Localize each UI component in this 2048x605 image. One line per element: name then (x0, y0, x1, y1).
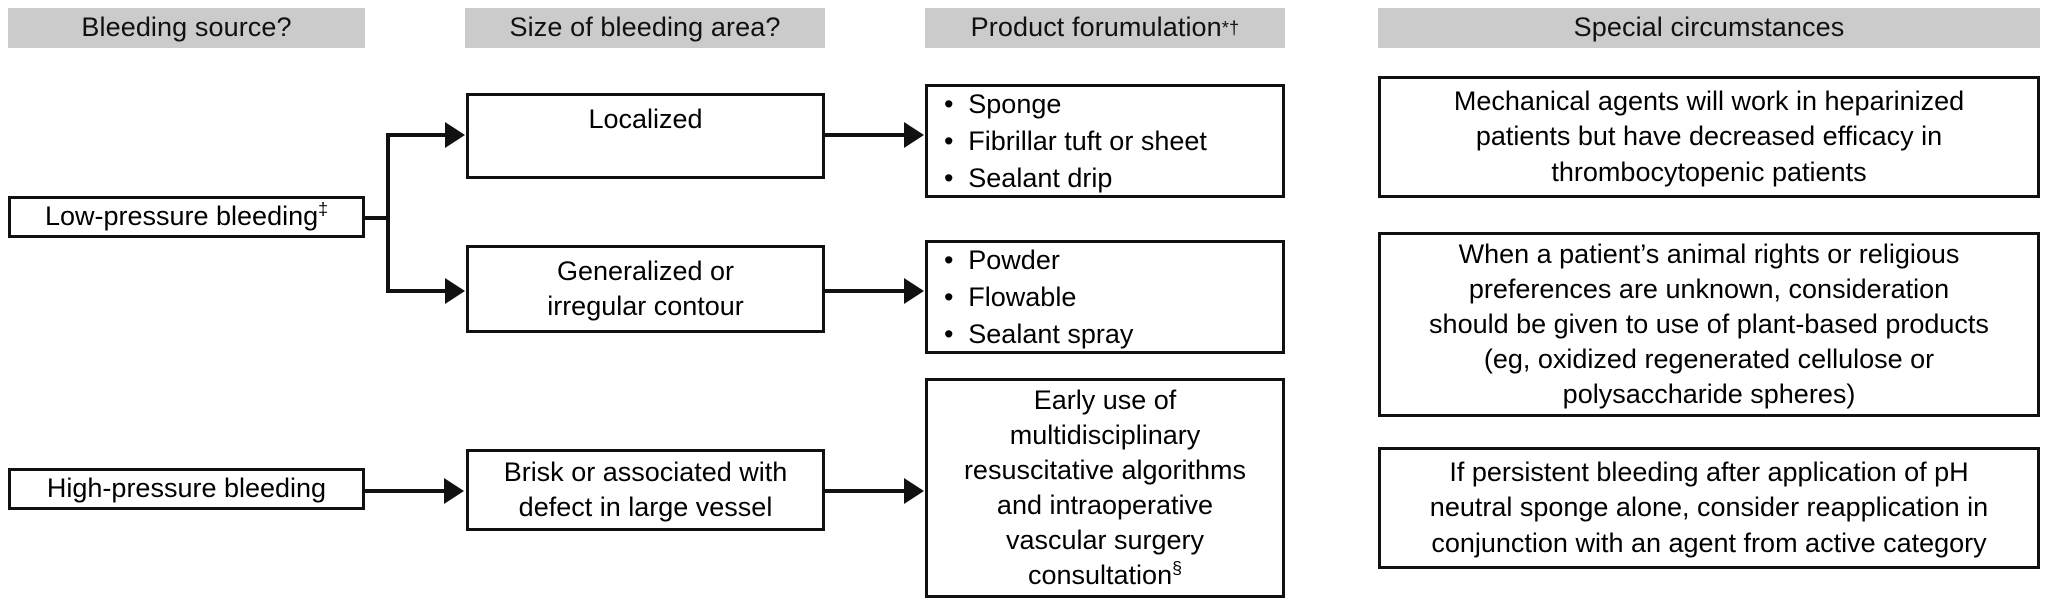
node-label-line-6-text: consultation (1027, 560, 1173, 591)
note-mechanical-agents-heparinized[interactable]: Mechanical agents will work in hepariniz… (1378, 76, 2040, 198)
note-line-4: (eg, oxidized regenerated cellulose or (1483, 344, 1935, 375)
list-item: Powder (944, 242, 1060, 279)
list-item: Sealant spray (944, 316, 1133, 353)
note-line-1: Mechanical agents will work in hepariniz… (1453, 86, 1965, 117)
connector-lowpressure-spine (386, 133, 390, 293)
connector-lowpressure-to-localized (386, 133, 446, 137)
node-label-line-4: and intraoperative (996, 490, 1214, 520)
node-products-high-pressure[interactable]: Early use of multidisciplinary resuscita… (925, 378, 1285, 598)
node-label: Localized (588, 104, 703, 134)
arrowhead-to-products-highpressure (904, 478, 924, 504)
product-list-generalized: Powder Flowable Sealant spray (928, 243, 1282, 351)
node-label-line-2: irregular contour (547, 291, 744, 321)
node-low-pressure-bleeding[interactable]: Low-pressure bleeding‡ (8, 196, 365, 238)
connector-brisk-to-products (825, 489, 905, 493)
list-item: Fibrillar tuft or sheet (944, 123, 1207, 160)
node-brisk-or-associated-with-defect[interactable]: Brisk or associated with defect in large… (466, 449, 825, 531)
note-line-3: conjunction with an agent from active ca… (1431, 527, 1987, 558)
note-line-1: If persistent bleeding after application… (1449, 457, 1969, 488)
arrowhead-to-products-localized (904, 122, 924, 148)
node-label-line-1: Brisk or associated with (503, 456, 788, 487)
note-line-2: patients but have decreased efficacy in (1475, 121, 1943, 152)
node-label-line-1: Early use of (1033, 384, 1177, 415)
node-label-line-5: vascular surgery (1005, 525, 1205, 556)
node-generalized-or-irregular-contour[interactable]: Generalized or irregular contour (466, 245, 825, 333)
arrowhead-to-products-generalized (904, 278, 924, 304)
connector-localized-to-products (825, 133, 905, 137)
note-line-2: preferences are unknown, consideration (1468, 273, 1950, 304)
column-header-label: Bleeding source? (81, 12, 292, 43)
node-localized[interactable]: Localized (466, 93, 825, 179)
node-label: Low-pressure bleeding (44, 201, 319, 232)
node-high-pressure-bleeding[interactable]: High-pressure bleeding (8, 468, 365, 510)
node-products-generalized[interactable]: Powder Flowable Sealant spray (925, 240, 1285, 354)
column-header-product-formulation: Product forumulation*† (925, 8, 1285, 48)
node-label-line-2: defect in large vessel (518, 492, 773, 522)
connector-generalized-to-products (825, 289, 905, 293)
node-label-line-1: Generalized or (556, 255, 735, 286)
column-header-bleeding-source: Bleeding source? (8, 8, 365, 48)
note-line-5: polysaccharide spheres) (1562, 379, 1856, 410)
node-footnote-marker: ‡ (318, 199, 329, 220)
arrowhead-to-localized (445, 122, 465, 148)
node-label-line-2: multidisciplinary (1009, 419, 1201, 450)
column-header-label: Size of bleeding area? (509, 12, 781, 43)
note-animal-rights-religious-preferences[interactable]: When a patient’s animal rights or religi… (1378, 232, 2040, 417)
note-persistent-bleeding-reapplication[interactable]: If persistent bleeding after application… (1378, 447, 2040, 569)
connector-lowpressure-to-generalized (386, 289, 446, 293)
node-label-line-6: consultation§ (936, 558, 1274, 593)
node-label-line-3: resuscitative algorithms (963, 454, 1247, 485)
column-header-size-of-bleeding-area: Size of bleeding area? (465, 8, 825, 48)
column-header-special-circumstances: Special circumstances (1378, 8, 2040, 48)
column-header-label: Special circumstances (1573, 12, 1845, 43)
list-item: Sponge (944, 86, 1061, 123)
list-item: Sealant drip (944, 160, 1112, 197)
column-header-label: Product forumulation (970, 12, 1222, 43)
connector-lowpressure-stub (365, 216, 390, 220)
node-footnote-marker: § (1172, 558, 1183, 579)
list-item: Flowable (944, 279, 1076, 316)
node-label: High-pressure bleeding (46, 473, 327, 504)
product-list-localized: Sponge Fibrillar tuft or sheet Sealant d… (928, 87, 1282, 195)
note-line-1: When a patient’s animal rights or religi… (1458, 238, 1960, 269)
node-products-localized[interactable]: Sponge Fibrillar tuft or sheet Sealant d… (925, 84, 1285, 198)
connector-highpressure-to-brisk (365, 489, 445, 493)
note-line-3: thrombocytopenic patients (1551, 156, 1867, 187)
note-line-3: should be given to use of plant-based pr… (1429, 308, 1989, 339)
note-line-2: neutral sponge alone, consider reapplica… (1429, 492, 1989, 523)
arrowhead-to-generalized (445, 278, 465, 304)
arrowhead-to-brisk (444, 478, 464, 504)
